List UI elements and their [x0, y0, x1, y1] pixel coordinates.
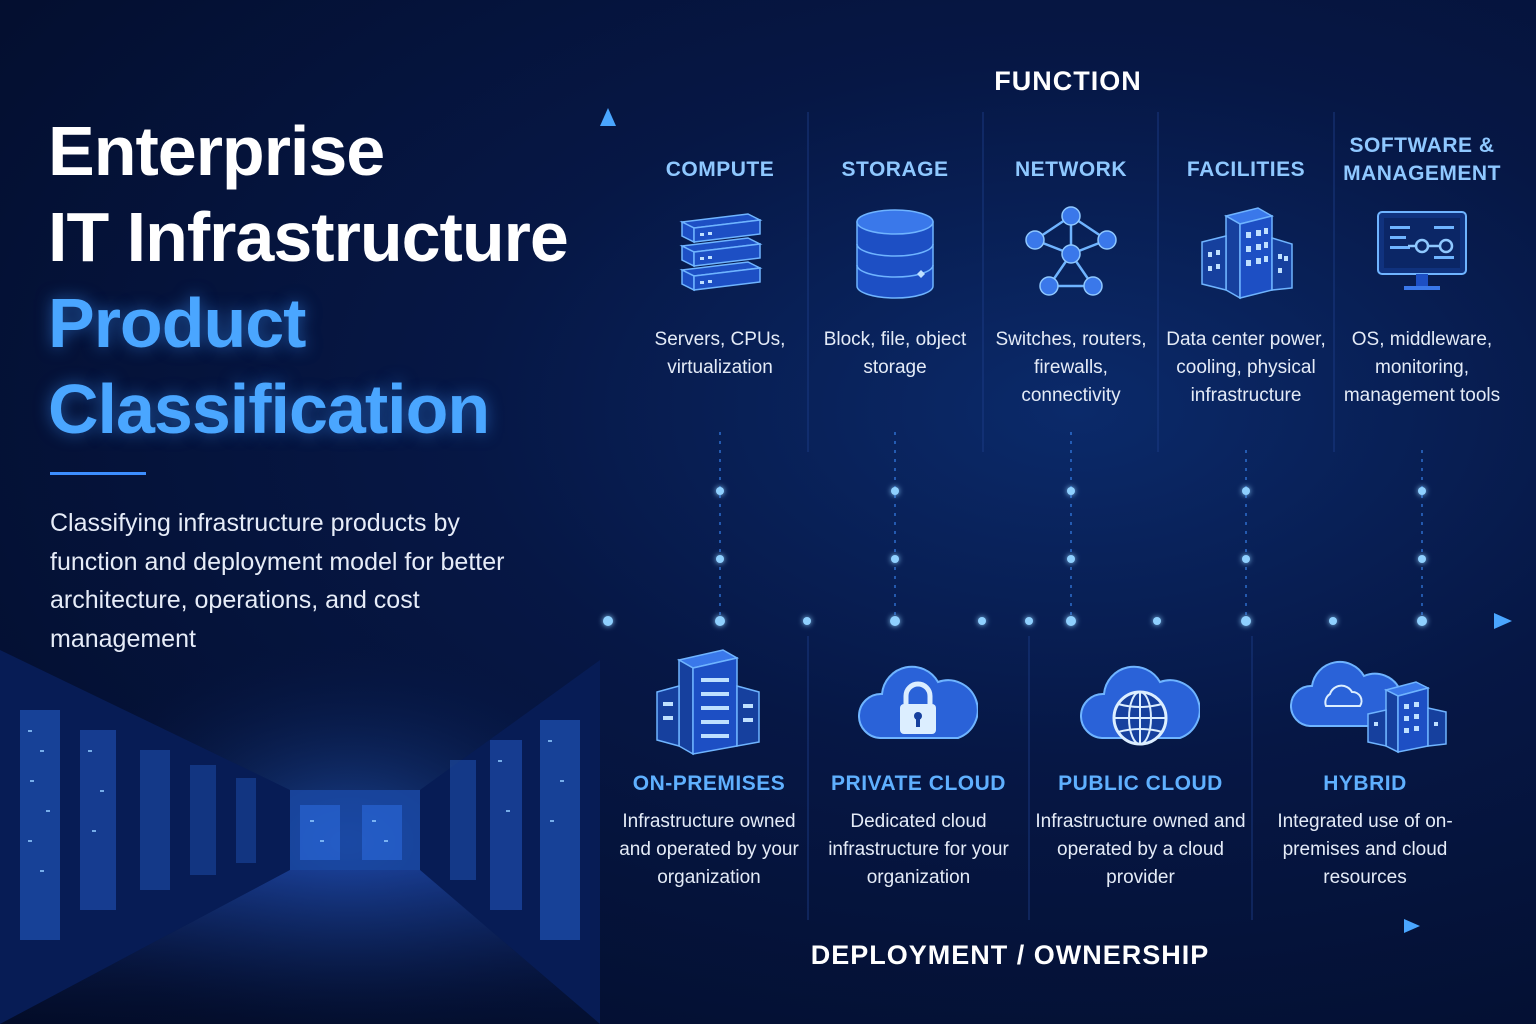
function-column-storage: STORAGE Block, file, object storage — [807, 112, 983, 452]
title-line-3: Product — [48, 284, 306, 362]
deployment-description: Dedicated cloud infrastructure for your … — [828, 811, 1009, 888]
server-corridor-illustration — [0, 620, 600, 1024]
deployment-description: Infrastructure owned and operated by a c… — [1035, 811, 1246, 888]
cloud-lock-icon — [858, 665, 978, 739]
function-description: Servers, CPUs, virtualization — [654, 329, 786, 378]
deployment-column-public-cloud: PUBLIC CLOUD Infrastructure owned and op… — [1029, 640, 1252, 920]
function-description: Block, file, object storage — [823, 329, 967, 378]
function-description: Data center power, cooling, physical inf… — [1166, 329, 1326, 406]
function-heading: STORAGE — [841, 158, 949, 181]
deployment-axis-label: DEPLOYMENT / OWNERSHIP — [810, 940, 1210, 970]
deployment-heading: PRIVATE CLOUD — [831, 772, 1006, 795]
deployment-heading: ON-PREMISES — [632, 772, 786, 795]
deployment-heading: PUBLIC CLOUD — [1058, 772, 1223, 795]
function-heading: NETWORK — [1015, 158, 1127, 181]
function-column-software: SOFTWARE & MANAGEMENT OS, middleware, mo… — [1334, 112, 1510, 452]
deployment-description: Integrated use of on-premises and cloud … — [1277, 811, 1453, 888]
deployment-description: Infrastructure owned and operated by you… — [619, 811, 799, 888]
function-axis-label: FUNCTION — [994, 66, 1142, 96]
title-line-2: IT Infrastructure — [48, 198, 569, 276]
monitor-icon — [1377, 211, 1467, 290]
function-column-facilities: FACILITIES Data center power, cooling, p… — [1158, 112, 1334, 452]
database-icon — [856, 209, 934, 299]
deployment-column-on-premises: ON-PREMISES Infrastructure owned and ope… — [610, 640, 808, 920]
network-topology-icon — [1025, 206, 1117, 296]
function-heading: FACILITIES — [1186, 158, 1306, 181]
title-divider — [50, 472, 146, 475]
subtitle: Classifying infrastructure products by f… — [50, 509, 505, 653]
function-column-network: NETWORK Switches, routers, firewalls, co… — [983, 112, 1159, 452]
function-heading: COMPUTE — [665, 158, 775, 181]
deployment-column-hybrid: HYBRID Integrated use of on-premises and… — [1252, 640, 1478, 920]
server-stack-icon — [679, 213, 763, 292]
function-column-compute: COMPUTE Servers, CPUs, virtualization — [632, 112, 808, 452]
title-line-4: Classification — [48, 370, 490, 448]
deployment-column-private-cloud: PRIVATE CLOUD Dedicated cloud infrastruc… — [808, 640, 1029, 920]
page-title: Enterprise IT Infrastructure Product Cla… — [48, 108, 588, 452]
function-description: OS, middleware, monitoring, management t… — [1343, 329, 1501, 406]
title-line-1: Enterprise — [48, 112, 385, 190]
cloud-globe-icon — [1080, 665, 1200, 746]
function-description: Switches, routers, firewalls, connectivi… — [995, 329, 1147, 406]
deployment-heading: HYBRID — [1323, 772, 1407, 795]
building-icon — [1201, 207, 1293, 300]
function-heading: SOFTWARE & MANAGEMENT — [1343, 134, 1501, 185]
datacenter-building-icon — [656, 649, 760, 756]
cloud-building-icon — [1290, 660, 1447, 754]
